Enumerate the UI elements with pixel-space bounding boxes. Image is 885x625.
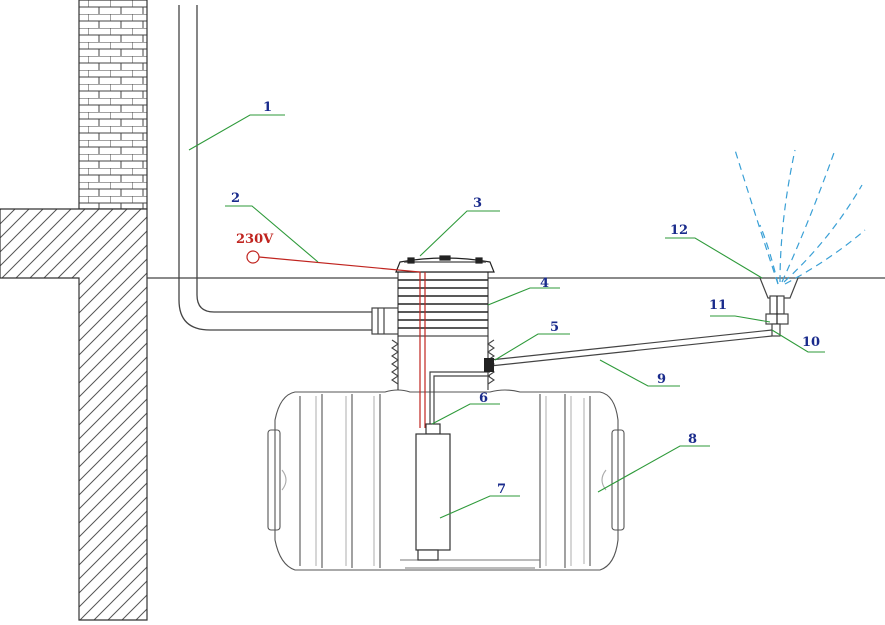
callout-12: 12	[670, 223, 688, 238]
leader-lines	[188, 114, 825, 519]
callout-2: 2	[231, 191, 240, 206]
inlet-coupling	[371, 307, 401, 335]
downpipe	[178, 5, 375, 331]
callout-3: 3	[473, 196, 482, 211]
callout-1: 1	[263, 100, 272, 115]
callout-4: 4	[540, 276, 549, 291]
submersible-pump	[415, 423, 451, 561]
callout-9: 9	[657, 372, 666, 387]
callout-8: 8	[688, 432, 697, 447]
callout-10: 10	[802, 335, 820, 350]
power-cable	[246, 250, 426, 428]
foundation	[0, 208, 148, 621]
shaft-riser	[391, 271, 495, 390]
callout-11: 11	[709, 298, 727, 313]
shaft-lid	[395, 255, 495, 273]
brick-wall	[78, 0, 148, 210]
callout-6: 6	[479, 391, 488, 406]
pipe-connector	[484, 358, 494, 372]
voltage-label: 230V	[236, 232, 274, 247]
water-spray	[734, 149, 866, 285]
callout-5: 5	[550, 320, 559, 335]
pressure-pipe	[429, 329, 773, 428]
callout-7: 7	[497, 482, 506, 497]
sprinkler	[759, 277, 799, 337]
